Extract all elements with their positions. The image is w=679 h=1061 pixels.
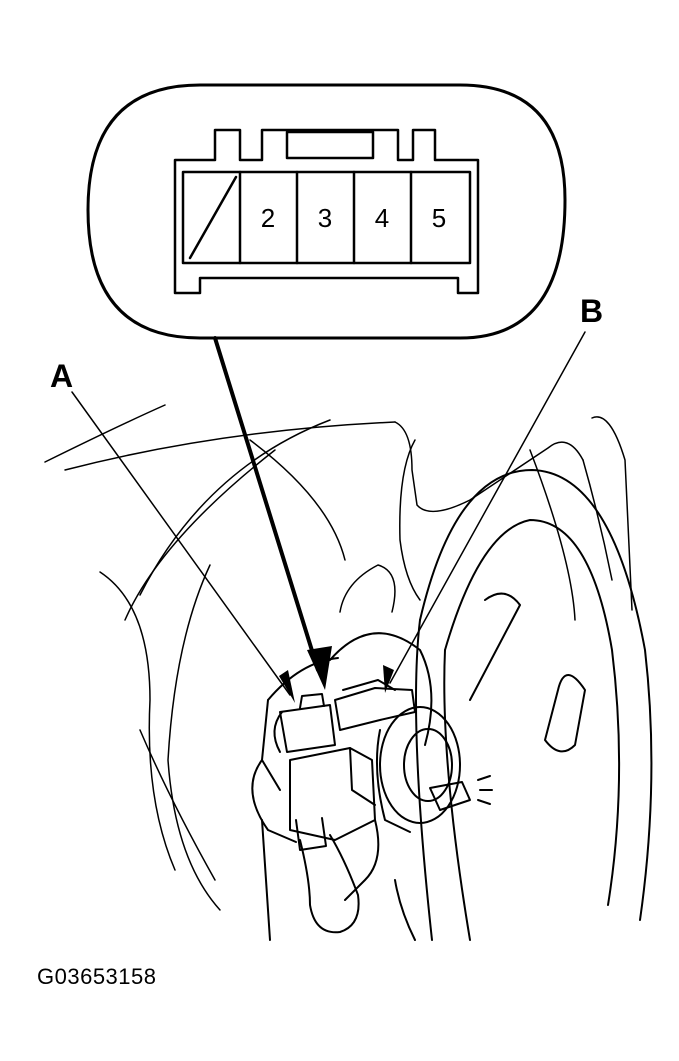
dashboard-background xyxy=(44,404,633,911)
pin-4-label: 4 xyxy=(374,203,390,233)
label-a-leader xyxy=(71,391,291,696)
detail-pointer-line xyxy=(213,336,320,672)
figure-code: G03653158 xyxy=(37,964,157,989)
column-assembly xyxy=(251,632,493,941)
label-a-arrowhead xyxy=(279,670,295,703)
pin-3-label: 3 xyxy=(317,203,333,233)
connector-face xyxy=(173,128,480,295)
label-b: B xyxy=(580,293,604,329)
turn-signal-lever xyxy=(299,834,360,934)
connector-b xyxy=(334,687,416,731)
detail-pointer-arrowhead xyxy=(307,646,332,690)
pin-5-label: 5 xyxy=(431,203,447,233)
connector-detail-bubble xyxy=(86,83,567,340)
label-b-leader xyxy=(389,331,586,684)
pin-2-label: 2 xyxy=(260,203,276,233)
steering-wheel xyxy=(415,469,653,941)
label-a: A xyxy=(50,358,74,394)
label-b-arrowhead xyxy=(383,665,394,693)
connector-a xyxy=(279,704,336,753)
motion-lines xyxy=(477,775,493,805)
clock-spring xyxy=(379,706,461,824)
blank-cavity-slash xyxy=(188,175,238,260)
